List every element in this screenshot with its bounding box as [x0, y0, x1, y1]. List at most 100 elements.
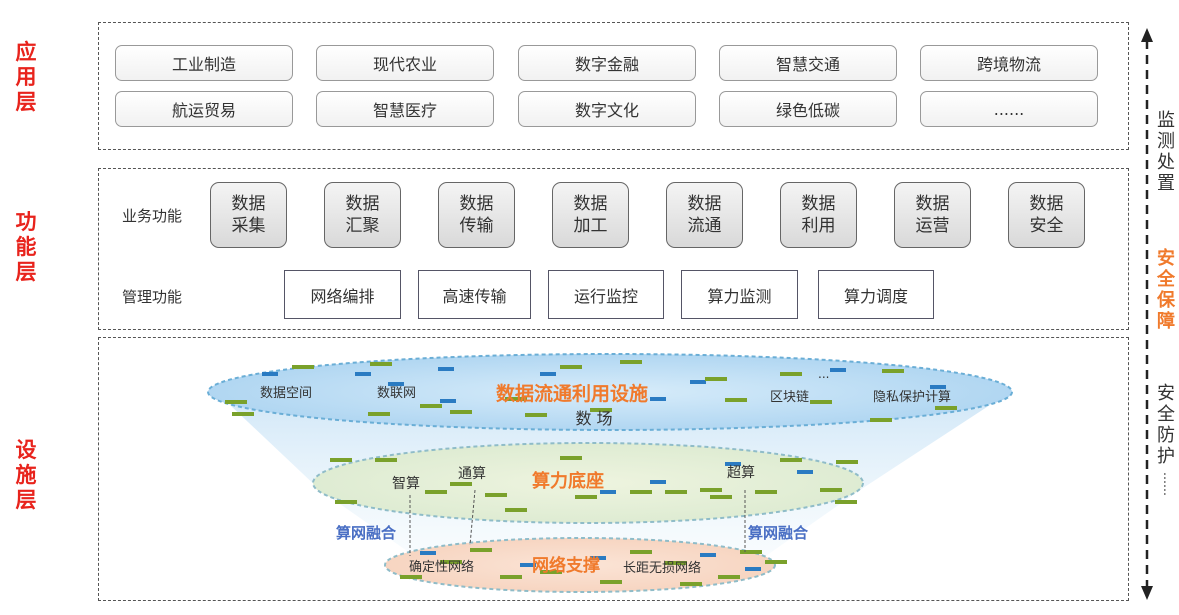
node-bar: [620, 360, 642, 364]
node-bar: [225, 400, 247, 404]
node-bar: [935, 406, 957, 410]
management-function-item[interactable]: 运行监控: [548, 270, 664, 319]
application-item[interactable]: 智慧医疗: [316, 91, 494, 127]
node-bar: [388, 382, 404, 386]
fusion-label-left: 算网融合: [336, 524, 397, 542]
data-facility-ellipse: [207, 353, 1013, 431]
item-general-compute: 通算: [458, 466, 486, 482]
business-function-item[interactable]: 数据采集: [210, 182, 287, 248]
node-bar: [755, 490, 777, 494]
security-more: ……: [1161, 472, 1175, 496]
application-item[interactable]: 绿色低碳: [719, 91, 897, 127]
node-bar: [665, 561, 687, 565]
business-function-label: 数据利用: [801, 194, 836, 236]
node-bar: [590, 556, 606, 560]
management-function-item[interactable]: 算力监测: [681, 270, 798, 319]
item-super-compute: 超算: [727, 465, 755, 481]
node-bar: [780, 458, 802, 462]
node-bar: [232, 412, 254, 416]
node-bar: [797, 470, 813, 474]
business-function-label: 数据运营: [915, 194, 950, 236]
item-privacy-computing: 隐私保护计算: [873, 390, 951, 405]
management-function-item[interactable]: 算力调度: [818, 270, 934, 319]
node-bar: [560, 365, 582, 369]
application-item[interactable]: 跨境物流: [920, 45, 1098, 81]
node-bar: [438, 367, 454, 371]
node-bar: [485, 493, 507, 497]
business-function-label: 数据安全: [1029, 194, 1064, 236]
node-bar: [560, 456, 582, 460]
business-function-label: 数据传输: [459, 194, 494, 236]
node-bar: [690, 380, 706, 384]
node-bar: [835, 500, 857, 504]
business-function-label: 数据加工: [573, 194, 608, 236]
node-bar: [400, 575, 422, 579]
infrastructure-layer-box: [98, 337, 1129, 601]
node-bar: [820, 488, 842, 492]
node-bar: [470, 548, 492, 552]
item-long-distance-lossless-network: 长距无损网络: [623, 560, 701, 576]
node-bar: [375, 458, 397, 462]
node-bar: [765, 560, 787, 564]
security-title: 安全保障: [1157, 248, 1175, 332]
item-deterministic-network: 确定性网络: [409, 559, 474, 575]
data-field-label: 数 场: [575, 409, 612, 428]
application-item[interactable]: 数字金融: [518, 45, 696, 81]
fusion-label-right: 算网融合: [748, 524, 809, 542]
function-layer-label: 功能层: [15, 210, 37, 284]
management-function-item[interactable]: 高速传输: [418, 270, 531, 319]
application-item[interactable]: 现代农业: [316, 45, 494, 81]
arrow-down-icon: [1141, 586, 1153, 600]
business-function-item[interactable]: 数据流通: [666, 182, 743, 248]
item-blockchain: 区块链: [770, 390, 809, 405]
node-bar: [630, 490, 652, 494]
infrastructure-layer-label: 设施层: [15, 438, 37, 512]
node-bar: [650, 480, 666, 484]
node-bar: [705, 377, 727, 381]
business-function-item[interactable]: 数据传输: [438, 182, 515, 248]
node-bar: [575, 495, 597, 499]
node-bar: [335, 500, 357, 504]
application-item[interactable]: ......: [920, 91, 1098, 127]
node-bar: [810, 400, 832, 404]
node-bar: [700, 488, 722, 492]
business-function-item[interactable]: 数据汇聚: [324, 182, 401, 248]
application-item[interactable]: 工业制造: [115, 45, 293, 81]
application-item[interactable]: 航运贸易: [115, 91, 293, 127]
node-bar: [505, 397, 527, 401]
item-intelligent-compute: 智算: [392, 476, 420, 492]
node-bar: [368, 412, 390, 416]
network-title: 网络支撑: [532, 555, 600, 576]
node-bar: [745, 567, 761, 571]
node-bar: [830, 368, 846, 372]
security-monitor-label: 监测处置: [1157, 110, 1175, 194]
compute-title: 算力底座: [532, 470, 604, 492]
application-item[interactable]: 数字文化: [518, 91, 696, 127]
management-function-item[interactable]: 网络编排: [284, 270, 401, 319]
node-bar: [370, 362, 392, 366]
business-function-item[interactable]: 数据加工: [552, 182, 629, 248]
node-bar: [600, 580, 622, 584]
application-item[interactable]: 智慧交通: [719, 45, 897, 81]
node-bar: [425, 490, 447, 494]
node-bar: [440, 560, 462, 564]
node-bar: [590, 408, 612, 412]
node-bar: [725, 462, 741, 466]
item-data-network: 数联网: [377, 386, 416, 401]
node-bar: [525, 413, 547, 417]
business-function-label: 数据流通: [687, 194, 722, 236]
data-facility-title: 数据流通利用设施: [496, 382, 648, 405]
business-function-item[interactable]: 数据安全: [1008, 182, 1085, 248]
security-protect-label: 安全防护: [1157, 383, 1175, 467]
business-function-item[interactable]: 数据运营: [894, 182, 971, 248]
node-bar: [450, 482, 472, 486]
item-data-space: 数据空间: [260, 386, 312, 401]
function-layer-box: [98, 168, 1129, 330]
node-bar: [262, 372, 278, 376]
node-bar: [420, 551, 436, 555]
application-layer-box: [98, 22, 1129, 150]
business-function-label: 数据采集: [231, 194, 266, 236]
node-bar: [355, 372, 371, 376]
business-function-item[interactable]: 数据利用: [780, 182, 857, 248]
node-bar: [450, 410, 472, 414]
